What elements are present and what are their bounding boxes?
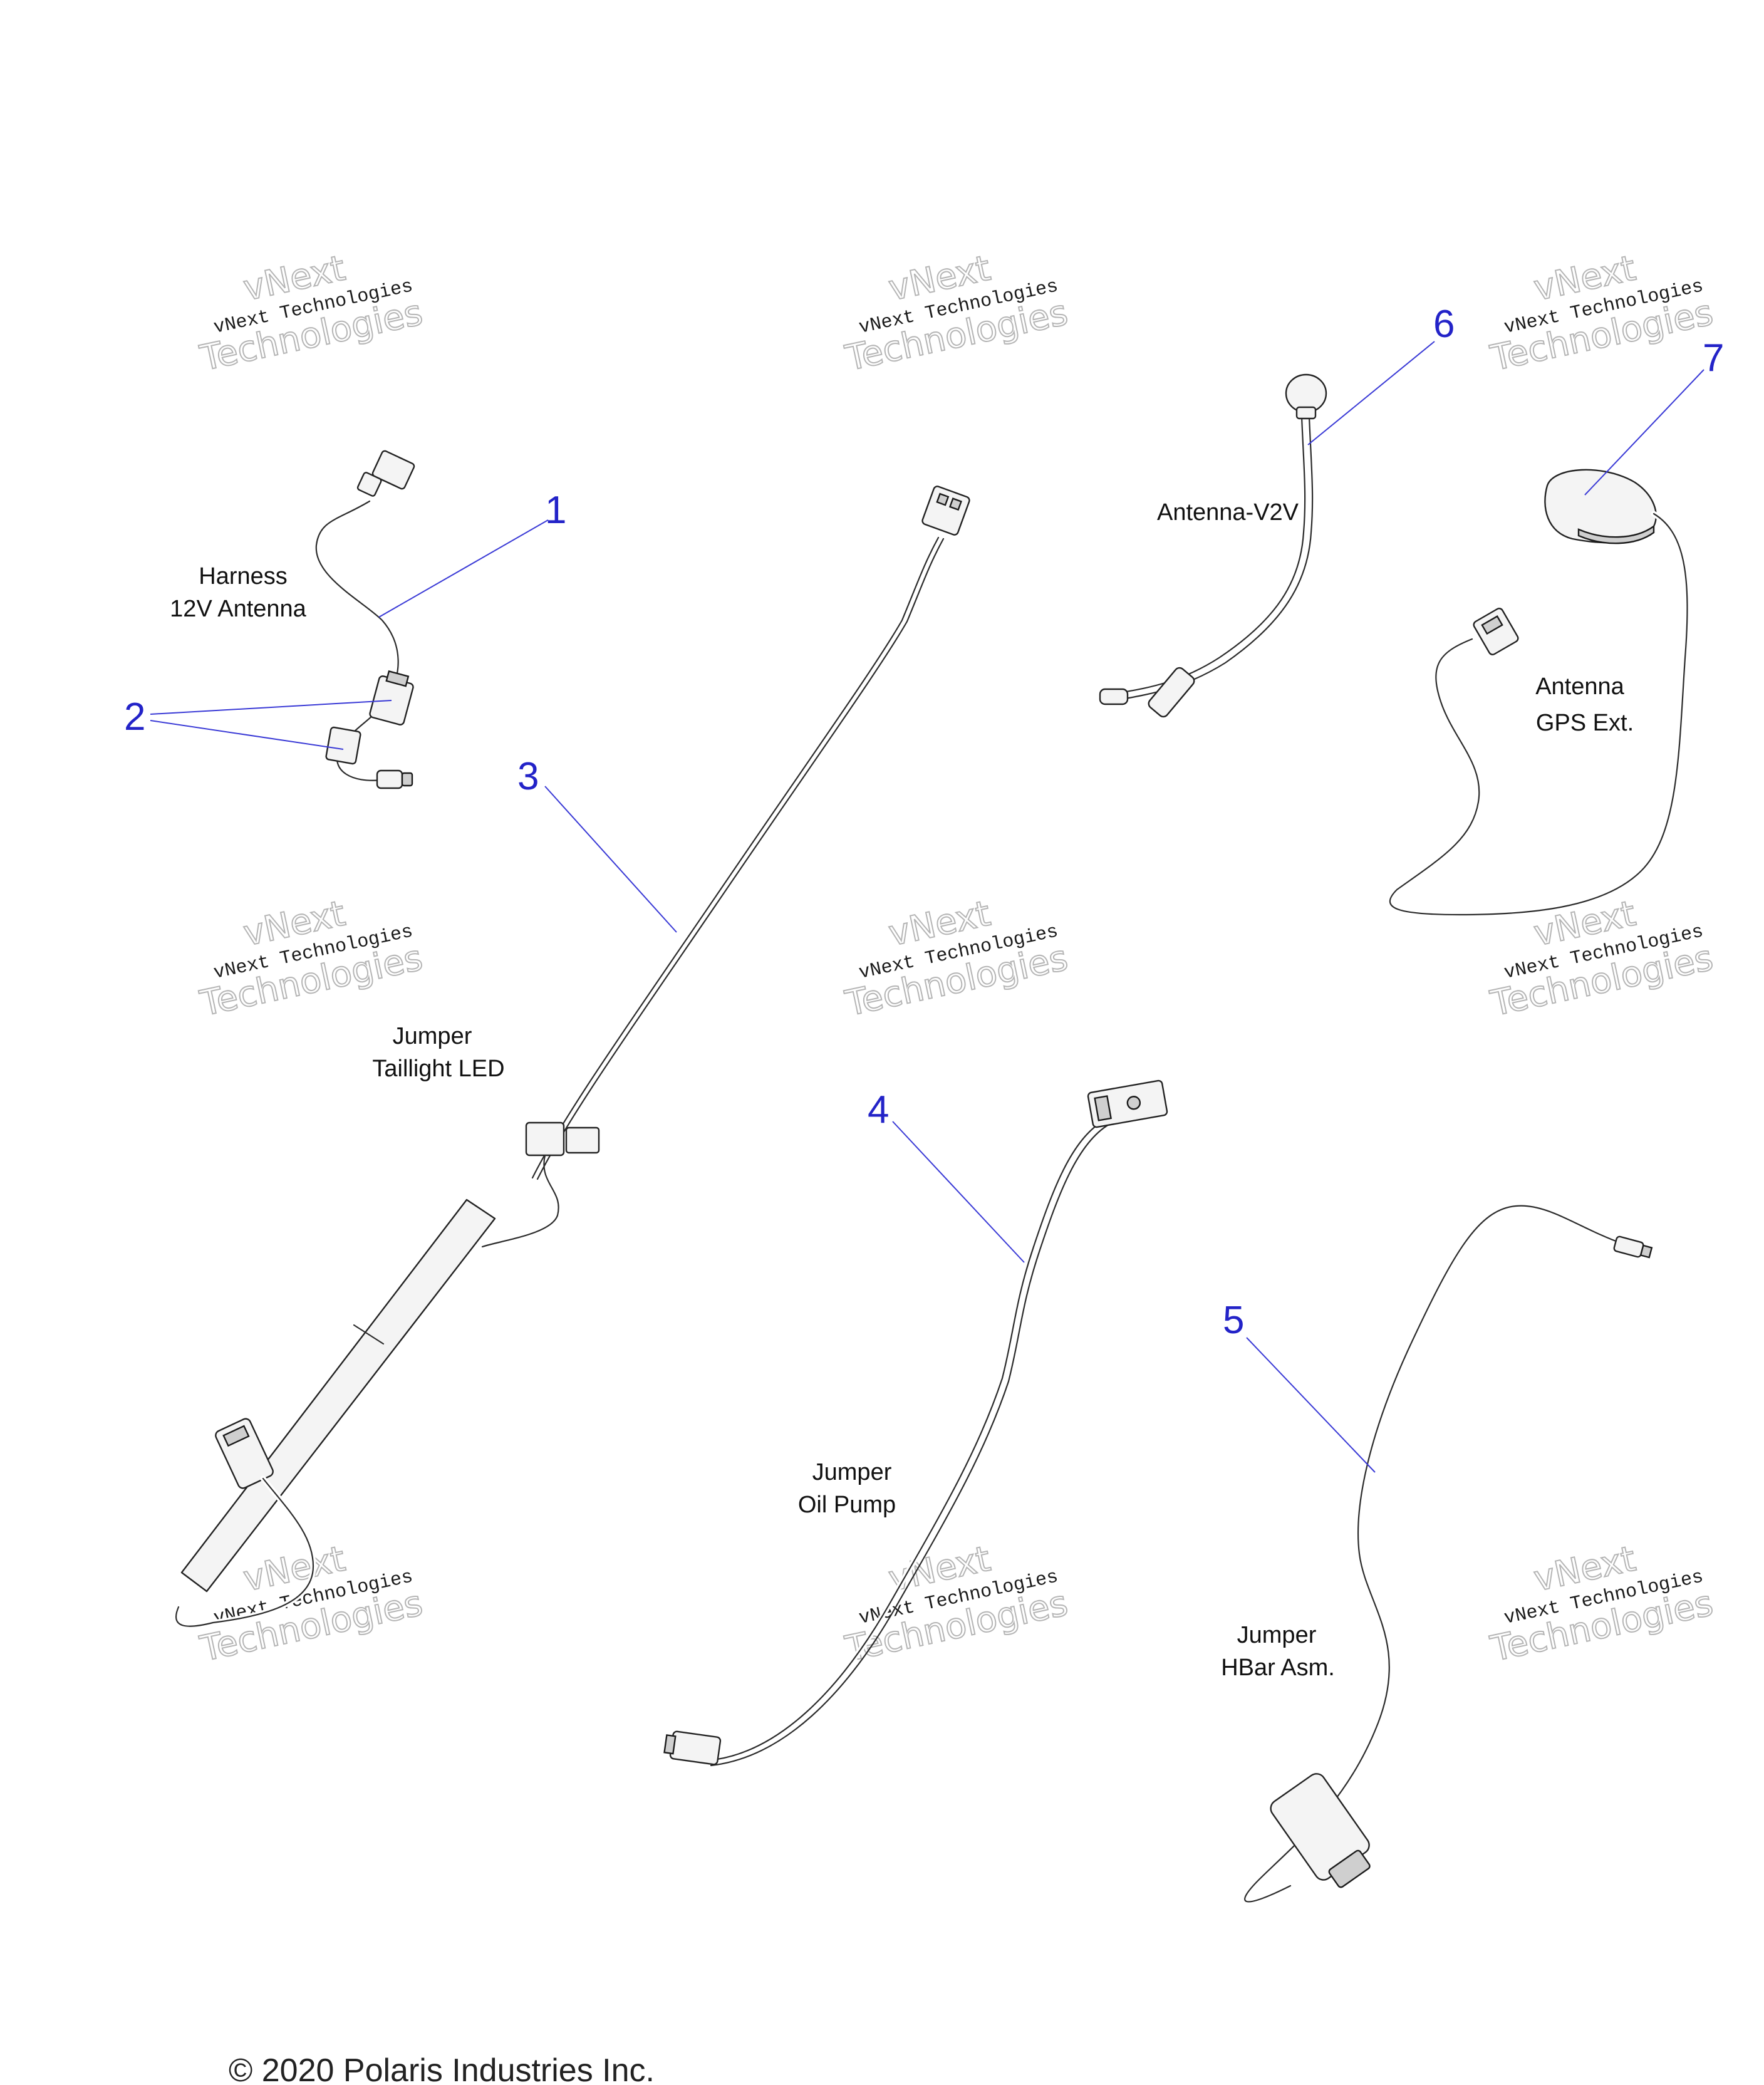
part-antenna-v2v [1099,373,1327,718]
part-jumper-hbar-asm [1242,1203,1653,1905]
oil-pump-top-connector [1087,1079,1168,1128]
part-antenna-gps-ext [1387,469,1690,918]
leader-1 [378,519,549,618]
leader-2-upper [150,700,392,715]
watermark: vNext vNext Technologies Technologies [196,893,427,1025]
harness-top-connector [356,450,415,497]
part-jumper-taillight-led [173,486,970,1630]
leader-5 [1246,1337,1376,1473]
watermark: vNext vNext Technologies Technologies [841,247,1072,380]
callout-numbers: 1 2 3 4 5 6 7 [124,303,1724,1342]
callout-3: 3 [517,755,539,798]
leader-7 [1584,369,1704,496]
watermark: vNext vNext Technologies Technologies [841,893,1072,1025]
part-jumper-oil-pump [663,1079,1168,1767]
label-oil-pump-line2: Oil Pump [798,1492,896,1518]
harness-mid-clip [369,670,414,725]
oil-pump-bottom-connector [663,1730,722,1765]
watermark-grid: vNext vNext Technologies Technologies vN… [196,247,1717,1670]
watermark: vNext vNext Technologies Technologies [1486,893,1717,1025]
leader-2-lower [150,720,344,750]
leader-3 [544,786,677,933]
antenna-v2v-dome [1285,373,1327,420]
copyright-text: © 2020 Polaris Industries Inc. [229,2052,655,2085]
callout-4: 4 [868,1088,889,1131]
taillight-branch-connector [481,1121,600,1248]
label-gps-line1: Antenna [1535,673,1624,700]
watermark: vNext vNext Technologies Technologies [1486,247,1717,380]
label-gps-line2: GPS Ext. [1536,710,1634,736]
callout-6: 6 [1433,303,1455,346]
label-taillight-line1: Jumper [393,1023,472,1049]
harness-terminal-connector [376,769,413,789]
label-antenna-v2v: Antenna-V2V [1157,499,1299,526]
watermark: vNext vNext Technologies Technologies [196,247,427,380]
label-oil-pump-line1: Jumper [812,1459,892,1485]
antenna-v2v-end [1099,688,1129,705]
callout-7: 7 [1703,336,1724,380]
leader-6 [1307,341,1435,445]
taillight-end-connector [215,1418,274,1489]
label-harness-line2: 12V Antenna [170,596,307,622]
leader-lines [150,341,1704,1473]
label-taillight-line2: Taillight LED [372,1056,504,1082]
taillight-sleeve [180,1198,496,1593]
callout-2: 2 [124,695,145,739]
callout-1: 1 [545,489,566,532]
part-harness-12v-antenna [313,450,415,789]
watermark: vNext vNext Technologies Technologies [841,1538,1072,1670]
antenna-gps-connector [1473,608,1519,655]
label-hbar-line2: HBar Asm. [1221,1655,1335,1681]
hbar-small-connector [1613,1235,1653,1259]
harness-lower-clip [325,726,361,765]
part-labels: Harness 12V Antenna Jumper Taillight LED… [170,499,1634,1681]
callout-5: 5 [1223,1299,1244,1342]
hbar-main-connector [1270,1773,1371,1888]
label-harness-line1: Harness [199,563,288,590]
antenna-v2v-clip [1148,667,1195,718]
label-hbar-line1: Jumper [1237,1622,1317,1648]
leader-4 [892,1121,1025,1263]
watermark: vNext vNext Technologies Technologies [1486,1538,1717,1670]
taillight-top-connector [921,486,970,536]
